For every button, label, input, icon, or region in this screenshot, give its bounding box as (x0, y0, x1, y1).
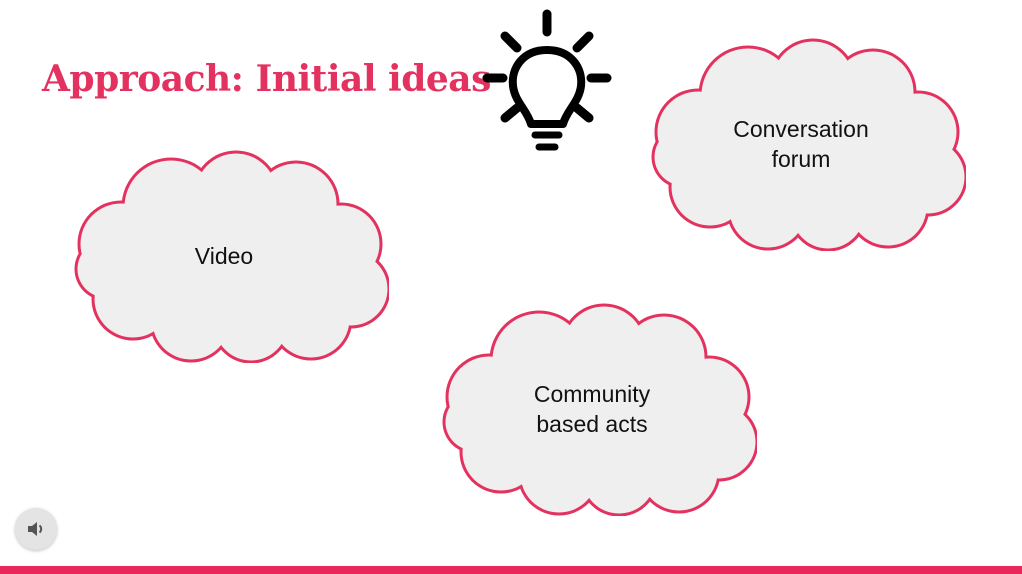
cloud-community-based-acts: Community based acts (427, 302, 757, 516)
cloud-label: Video (194, 243, 254, 269)
cloud-bump (470, 353, 588, 471)
cloud-conversation-forum: Conversation forum (636, 37, 966, 251)
cloud-bump (232, 205, 350, 323)
lightbulb-icon (475, 6, 620, 161)
cloud-shape (74, 150, 389, 363)
audio-button[interactable] (15, 508, 57, 550)
cloud-label-line: based acts (536, 411, 648, 437)
cloud-video: Video (59, 149, 389, 363)
cloud-bump (809, 93, 927, 211)
cloud-label-line: Community (533, 381, 651, 407)
footer-bar (0, 566, 1022, 574)
cloud-label-line: Conversation (733, 116, 869, 142)
cloud-shape (442, 303, 757, 516)
cloud-bump (600, 358, 718, 476)
speaker-icon (28, 522, 43, 536)
cloud-label: Conversation forum (636, 114, 966, 174)
cloud-bump (679, 88, 797, 206)
slide-title: Approach: Initial ideas (42, 58, 491, 100)
cloud-bump (102, 200, 220, 318)
cloud-label-line: forum (771, 146, 831, 172)
cloud-shape (651, 38, 966, 251)
cloud-label: Community based acts (427, 379, 757, 439)
